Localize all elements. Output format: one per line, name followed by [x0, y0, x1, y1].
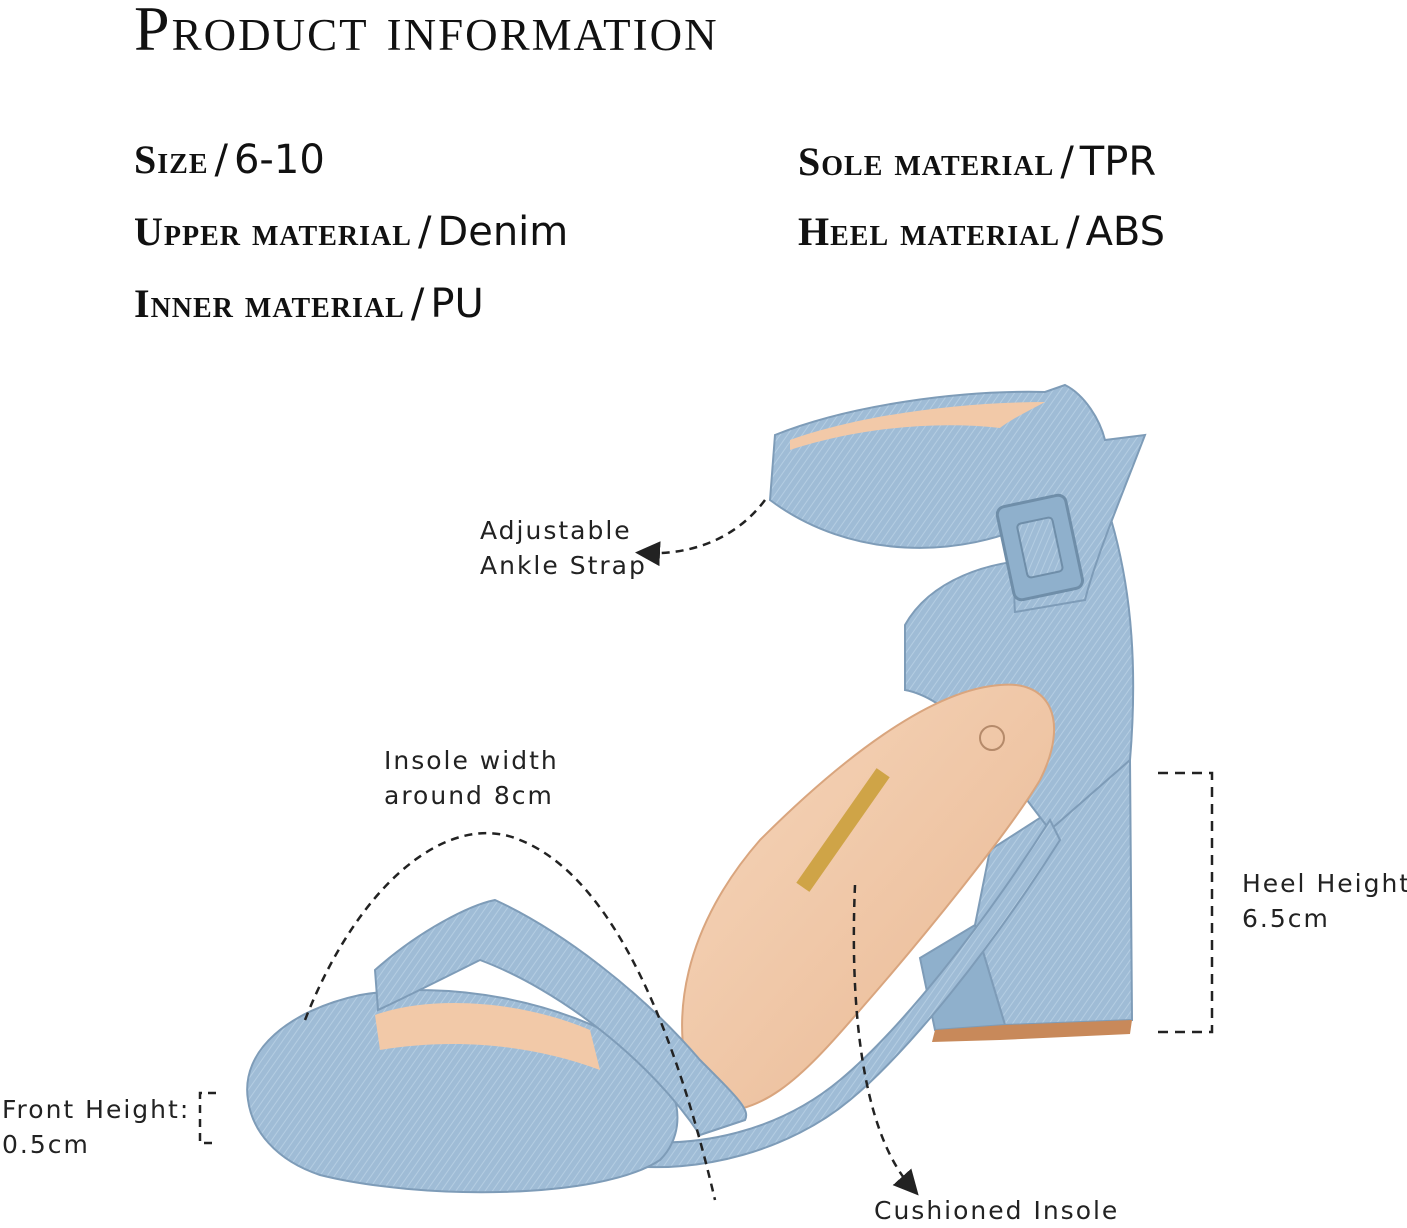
spec-heel-material: Heel material/ABS: [798, 209, 1166, 255]
spec-inner-material: Inner material/PU: [134, 281, 484, 327]
spec-heel-value: ABS: [1085, 209, 1166, 255]
spec-sole-material: Sole material/TPR: [798, 139, 1157, 185]
spec-size-label: Size: [134, 137, 209, 182]
spec-upper-material: Upper material/Denim: [134, 209, 569, 255]
size-mark: [979, 725, 1005, 751]
insole-width-arc: [303, 831, 717, 1201]
buckle-inner: [1016, 516, 1064, 579]
spec-separator: /: [214, 137, 228, 183]
callout-cushioned-insole: Cushioned Insole: [874, 1193, 1119, 1228]
callout-ankle-strap-line2: Ankle Strap: [480, 551, 647, 580]
spec-size-value: 6-10: [233, 137, 325, 183]
insole: [681, 683, 1056, 1113]
spec-sole-value: TPR: [1079, 139, 1157, 185]
cushioned-insole-arrow: [852, 884, 919, 1196]
spec-sole-label: Sole material: [798, 139, 1055, 184]
ankle-strap-arrow: [635, 499, 766, 567]
callout-ankle-strap-line1: Adjustable: [480, 516, 632, 545]
front-height-bracket: [198, 1091, 216, 1145]
toe-strap: [373, 898, 748, 1137]
spec-separator: /: [1060, 139, 1074, 185]
spec-upper-label: Upper material: [134, 209, 412, 254]
spec-separator: /: [410, 281, 425, 327]
spec-heel-label: Heel material: [798, 209, 1061, 254]
callout-heel-height: Heel Height: 6.5cm: [1242, 866, 1407, 936]
ankle-strap-lining: [790, 402, 1045, 450]
heel-height-bracket: [1158, 771, 1214, 1034]
callout-front-height-line1: Front Height:: [2, 1095, 191, 1124]
callout-ankle-strap: Adjustable Ankle Strap: [480, 513, 647, 583]
page-title: Product information: [134, 0, 719, 64]
spec-inner-label: Inner material: [134, 281, 405, 326]
callout-heel-height-line2: 6.5cm: [1242, 904, 1330, 933]
spec-separator: /: [1066, 209, 1080, 255]
spec-upper-value: Denim: [437, 209, 569, 255]
spec-inner-value: PU: [430, 281, 484, 327]
callout-insole-width: Insole width around 8cm: [384, 743, 559, 813]
sole-edge: [619, 817, 1062, 1169]
insole-logo: [796, 768, 890, 892]
callout-front-height: Front Height: 0.5cm: [2, 1092, 190, 1162]
spec-separator: /: [417, 209, 432, 255]
callout-front-height-line2: 0.5cm: [2, 1130, 90, 1159]
callout-insole-width-line2: around 8cm: [384, 781, 554, 810]
callout-heel-height-line1: Heel Height:: [1242, 869, 1407, 898]
spec-size: Size/6-10: [134, 137, 325, 183]
callout-insole-width-line1: Insole width: [384, 746, 559, 775]
callout-cushioned-insole-line1: Cushioned Insole: [874, 1196, 1120, 1225]
toe-inner: [375, 1003, 600, 1070]
